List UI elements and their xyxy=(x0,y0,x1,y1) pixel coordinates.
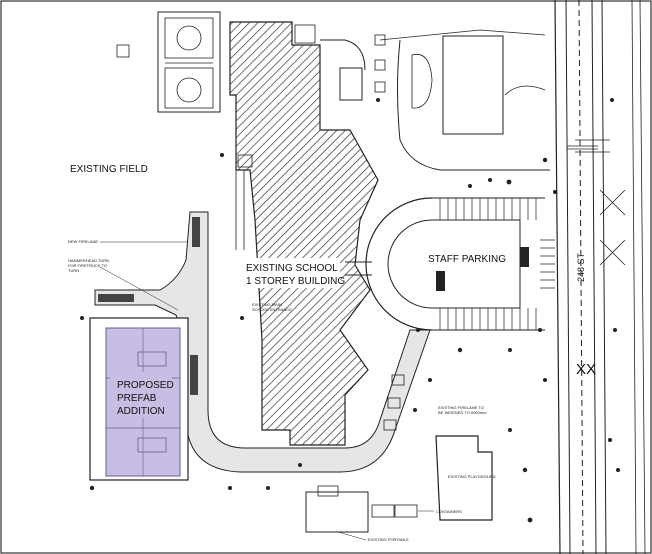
school-label-line2: 1 STOREY BUILDING xyxy=(246,276,345,287)
playground-label: EXISTING PLAYGROUND xyxy=(448,474,496,479)
staff-parking-lot xyxy=(345,197,555,331)
existing-school-building xyxy=(229,21,379,446)
hammerhead-marker xyxy=(98,294,134,302)
portable-leader xyxy=(337,531,367,541)
crosswalk xyxy=(567,145,598,150)
school-label-box xyxy=(244,258,340,288)
street-label: 248 ST xyxy=(576,252,586,282)
lane-marker-north xyxy=(192,217,200,247)
addition-label-line2: PREFAB xyxy=(117,393,157,404)
addition-label-line3: ADDITION xyxy=(117,406,165,417)
hammerhead-note-2: FOR FIRETRUCK TO xyxy=(68,263,107,268)
addition-label-line1: PROPOSED xyxy=(117,380,174,391)
existing-portable xyxy=(305,485,418,533)
portable-units xyxy=(383,374,405,431)
school-entrance-note-1: EXISTING MAIN xyxy=(252,302,282,307)
staff-parking-label: STAFF PARKING xyxy=(428,254,506,265)
new-fire-lane-note: NEW FIRELANE xyxy=(68,239,98,244)
crossing-mark: XX xyxy=(576,361,596,378)
school-label-line1: EXISTING SCHOOL xyxy=(246,263,338,274)
school-annexes xyxy=(235,24,386,250)
trees xyxy=(80,98,620,523)
hammerhead-note-1: HAMMERHEAD TURN xyxy=(68,258,109,263)
street-248 xyxy=(554,0,646,554)
portable-label: EXISTING PORTABLE xyxy=(368,537,409,542)
lane-marker-mid xyxy=(190,355,198,395)
school-entrance-note-2: SCHOOL ENTRANCE xyxy=(252,307,292,312)
fire-lane xyxy=(94,211,431,473)
sports-courts xyxy=(116,11,221,113)
existing-playground xyxy=(435,435,493,521)
hammerhead-leader xyxy=(99,266,179,311)
firelane-widen-note-2: BE WIDENED TO 6000mm xyxy=(438,410,487,415)
containers-label: CONTAINERS xyxy=(436,509,462,514)
proposed-prefab-addition xyxy=(89,317,189,481)
existing-field-label: EXISTING FIELD xyxy=(70,164,148,175)
hammerhead-note-3: TURN xyxy=(68,268,79,273)
parking-lot-north xyxy=(379,29,550,171)
firelane-widen-note-1: EXISTING FIRELANE TO xyxy=(438,405,484,410)
